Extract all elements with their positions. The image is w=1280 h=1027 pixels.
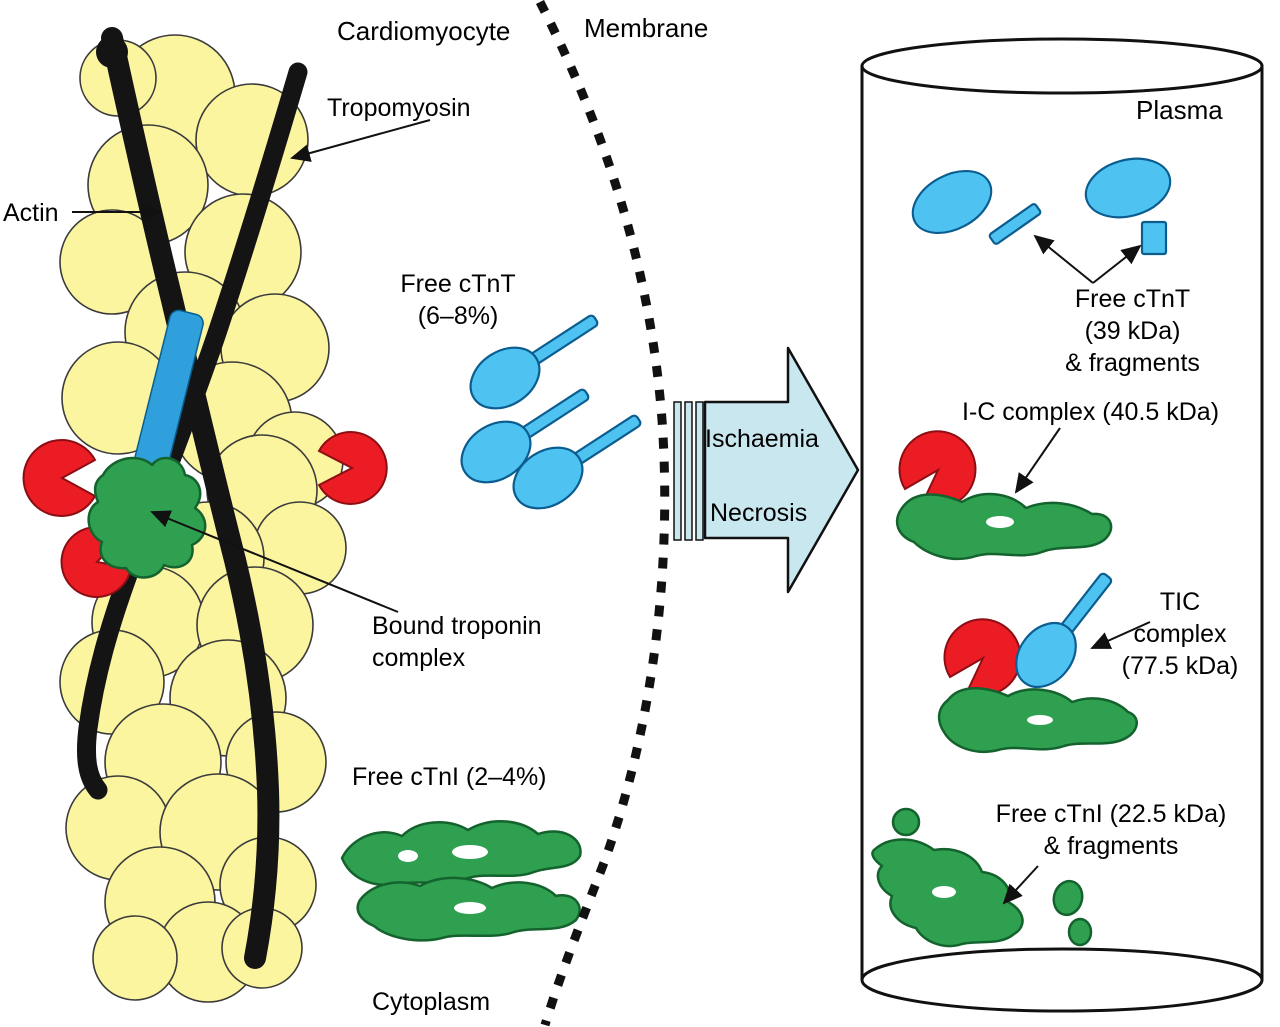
ctnc-red-right <box>317 431 388 505</box>
free-ctni-molecule-1 <box>340 820 582 887</box>
free-ctnt-molecule-1 <box>469 314 599 410</box>
ischaemia-necrosis-arrow <box>703 346 860 594</box>
cytoplasm-label: Cytoplasm <box>372 988 491 1016</box>
membrane-label: Membrane <box>584 13 709 43</box>
membrane-dotted-line <box>535 0 670 1027</box>
plasma-ctnt-fragment-square <box>1140 220 1168 256</box>
free-ctnt-cytoplasm-label: Free cTnT (6–8%) <box>400 270 516 330</box>
membrane-channel-bars <box>673 401 704 541</box>
plasma-ctnt-ellipse-2 <box>1084 157 1172 219</box>
tic-complex-pointer-arrow <box>1090 621 1151 649</box>
free-ctnt-molecule-3 <box>512 414 642 510</box>
ic-complex-molecule <box>895 430 1113 561</box>
plasma-ctni-fragment-2 <box>1067 917 1093 947</box>
plasma-ctni-pointer-arrow <box>1002 865 1039 905</box>
plasma-ctni-fragment-1 <box>1052 879 1084 917</box>
tropomyosin-pointer-arrow <box>290 119 431 162</box>
bound-troponin-pointer-arrow <box>150 510 399 613</box>
plasma-ctnt-ellipse-1 <box>911 169 993 235</box>
free-ctnt-plasma-label: Free cTnT (39 kDa) & fragments <box>1065 285 1200 377</box>
ic-complex-pointer-arrow <box>1014 427 1061 494</box>
necrosis-label: Necrosis <box>710 499 808 527</box>
free-ctni-cytoplasm-label: Free cTnI (2–4%) <box>352 763 547 791</box>
plasma-ctnt-pointer-arrow-left <box>1033 234 1094 284</box>
actin-label: Actin <box>3 199 59 227</box>
tropomyosin-label: Tropomyosin <box>327 94 471 122</box>
tic-complex-label: TIC complex (77.5 kDa) <box>1121 588 1239 680</box>
plasma-ctnt-fragment-rod <box>988 203 1042 245</box>
bound-ctni-green <box>87 456 207 579</box>
free-ctni-plasma-label: Free cTnI (22.5 kDa) & fragments <box>995 800 1227 860</box>
tic-complex-molecule <box>937 572 1138 754</box>
ic-complex-label: I-C complex (40.5 kDa) <box>962 398 1220 426</box>
plasma-ctni-molecule <box>871 807 1093 948</box>
free-ctnt-molecule-2 <box>460 388 590 484</box>
ischaemia-label: Ischaemia <box>705 425 819 453</box>
free-ctni-molecule-2 <box>356 876 581 942</box>
plasma-label: Plasma <box>1136 95 1223 125</box>
plasma-ctnt-pointer-arrow-right <box>1092 244 1142 284</box>
bound-troponin-label: Bound troponin complex <box>372 612 542 672</box>
cardiomyocyte-label: Cardiomyocyte <box>337 16 511 46</box>
ctnc-red-left <box>22 439 97 517</box>
